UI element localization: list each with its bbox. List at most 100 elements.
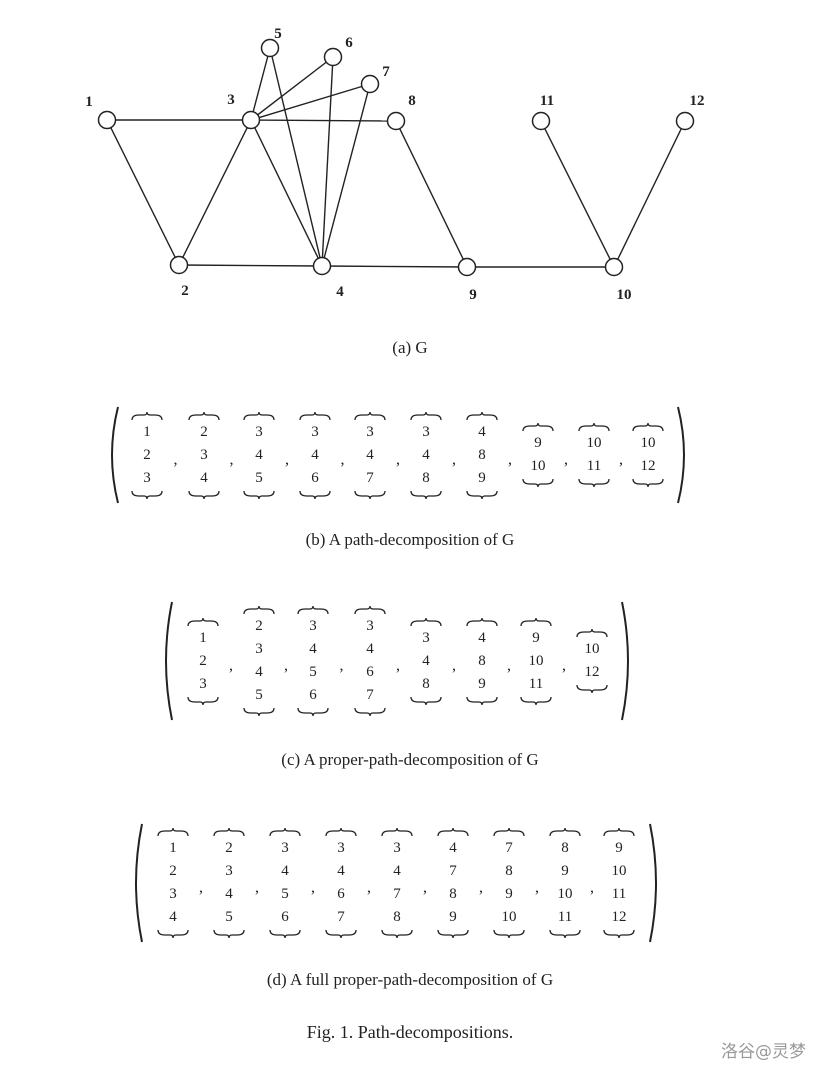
bag-vertex: 10 xyxy=(611,863,627,879)
vertex-12 xyxy=(675,111,695,131)
vertex-3 xyxy=(241,110,261,130)
bag-vertex: 6 xyxy=(281,909,289,925)
bag-vertex: 12 xyxy=(584,664,600,680)
bag-vertex: 10 xyxy=(586,435,602,451)
bag-vertex: 3 xyxy=(255,641,263,657)
bag-vertex: 1 xyxy=(169,840,177,856)
bag-vertex: 5 xyxy=(309,664,317,680)
separator-comma: , xyxy=(255,879,259,896)
edge-4-6 xyxy=(321,56,334,267)
caption-c: (c) A proper-path-decomposition of G xyxy=(281,750,539,769)
underbrace-icon xyxy=(299,490,331,499)
parentheses xyxy=(165,601,629,721)
separator-comma: , xyxy=(199,879,203,896)
separator-comma: , xyxy=(508,451,512,468)
overbrace-icon xyxy=(410,617,442,626)
separator-comma: , xyxy=(564,451,568,468)
separator-comma: , xyxy=(311,879,315,896)
edge-4-9 xyxy=(321,265,468,268)
bag-vertex: 10 xyxy=(584,641,600,657)
overbrace-icon xyxy=(299,411,331,420)
vertex-label: 1 xyxy=(85,94,93,110)
overbrace-icon xyxy=(157,827,189,837)
underbrace-icon xyxy=(297,707,329,717)
edge-8-9 xyxy=(395,120,468,268)
bag-vertex: 1 xyxy=(143,423,151,440)
bag-vertex: 4 xyxy=(422,446,430,463)
bag-vertex: 7 xyxy=(337,909,345,925)
vertex-10 xyxy=(604,257,624,277)
underbrace-icon xyxy=(520,696,552,705)
vertex-8 xyxy=(386,111,406,131)
underbrace-icon xyxy=(354,707,386,717)
bag-vertex: 3 xyxy=(311,423,319,440)
bag-vertex: 10 xyxy=(501,909,517,925)
underbrace-icon xyxy=(157,929,189,939)
vertex-label: 3 xyxy=(227,92,235,108)
overbrace-icon xyxy=(576,628,608,638)
bag-vertex: 4 xyxy=(255,446,263,463)
vertex-5 xyxy=(260,38,280,58)
bag-vertex: 8 xyxy=(478,652,486,669)
underbrace-icon xyxy=(466,696,498,705)
vertex-7 xyxy=(360,74,380,94)
underbrace-icon xyxy=(576,684,608,694)
underbrace-icon xyxy=(243,707,275,717)
bag-vertex: 4 xyxy=(255,664,263,680)
watermark: 洛谷@灵梦 xyxy=(721,1042,806,1062)
overbrace-icon xyxy=(297,605,329,615)
bag-vertex: 8 xyxy=(449,886,457,902)
bag-vertex: 3 xyxy=(200,446,208,463)
underbrace-icon xyxy=(354,490,386,499)
bag-vertex: 11 xyxy=(528,675,544,692)
underbrace-icon xyxy=(493,929,525,939)
edge-4-7 xyxy=(321,83,371,267)
underbrace-icon xyxy=(131,490,163,499)
overbrace-icon xyxy=(381,827,413,837)
bag-vertex: 3 xyxy=(309,618,317,634)
underbrace-icon xyxy=(410,696,442,705)
vertex-11 xyxy=(531,111,551,131)
bag-vertex: 2 xyxy=(169,863,177,879)
bag-vertex: 3 xyxy=(366,618,374,634)
underbrace-icon xyxy=(187,696,219,705)
separator-comma: , xyxy=(452,657,456,674)
bag-vertex: 1 xyxy=(199,629,207,646)
bag-vertex: 4 xyxy=(449,840,457,856)
overbrace-icon xyxy=(131,411,163,420)
overbrace-icon xyxy=(522,422,554,432)
bag-vertex: 4 xyxy=(478,423,486,440)
separator-comma: , xyxy=(507,657,511,674)
bag-vertex: 3 xyxy=(281,840,289,856)
edge-4-5 xyxy=(269,47,323,267)
underbrace-icon xyxy=(632,478,664,488)
figure-caption: Fig. 1. Path-decompositions. xyxy=(306,1022,514,1042)
bag-vertex: 11 xyxy=(611,886,627,902)
separator-comma: , xyxy=(340,451,345,468)
vertex-label: 4 xyxy=(336,284,344,300)
bag-vertex: 4 xyxy=(169,909,177,925)
overbrace-icon xyxy=(410,411,442,420)
bag-vertex: 5 xyxy=(255,469,263,486)
underbrace-icon xyxy=(243,490,275,499)
overbrace-icon xyxy=(578,422,610,432)
bag-vertex: 8 xyxy=(393,909,401,925)
bag-vertex: 8 xyxy=(561,840,569,856)
separator-comma: , xyxy=(479,879,483,896)
vertex-label: 2 xyxy=(181,283,189,299)
parentheses xyxy=(111,406,685,504)
